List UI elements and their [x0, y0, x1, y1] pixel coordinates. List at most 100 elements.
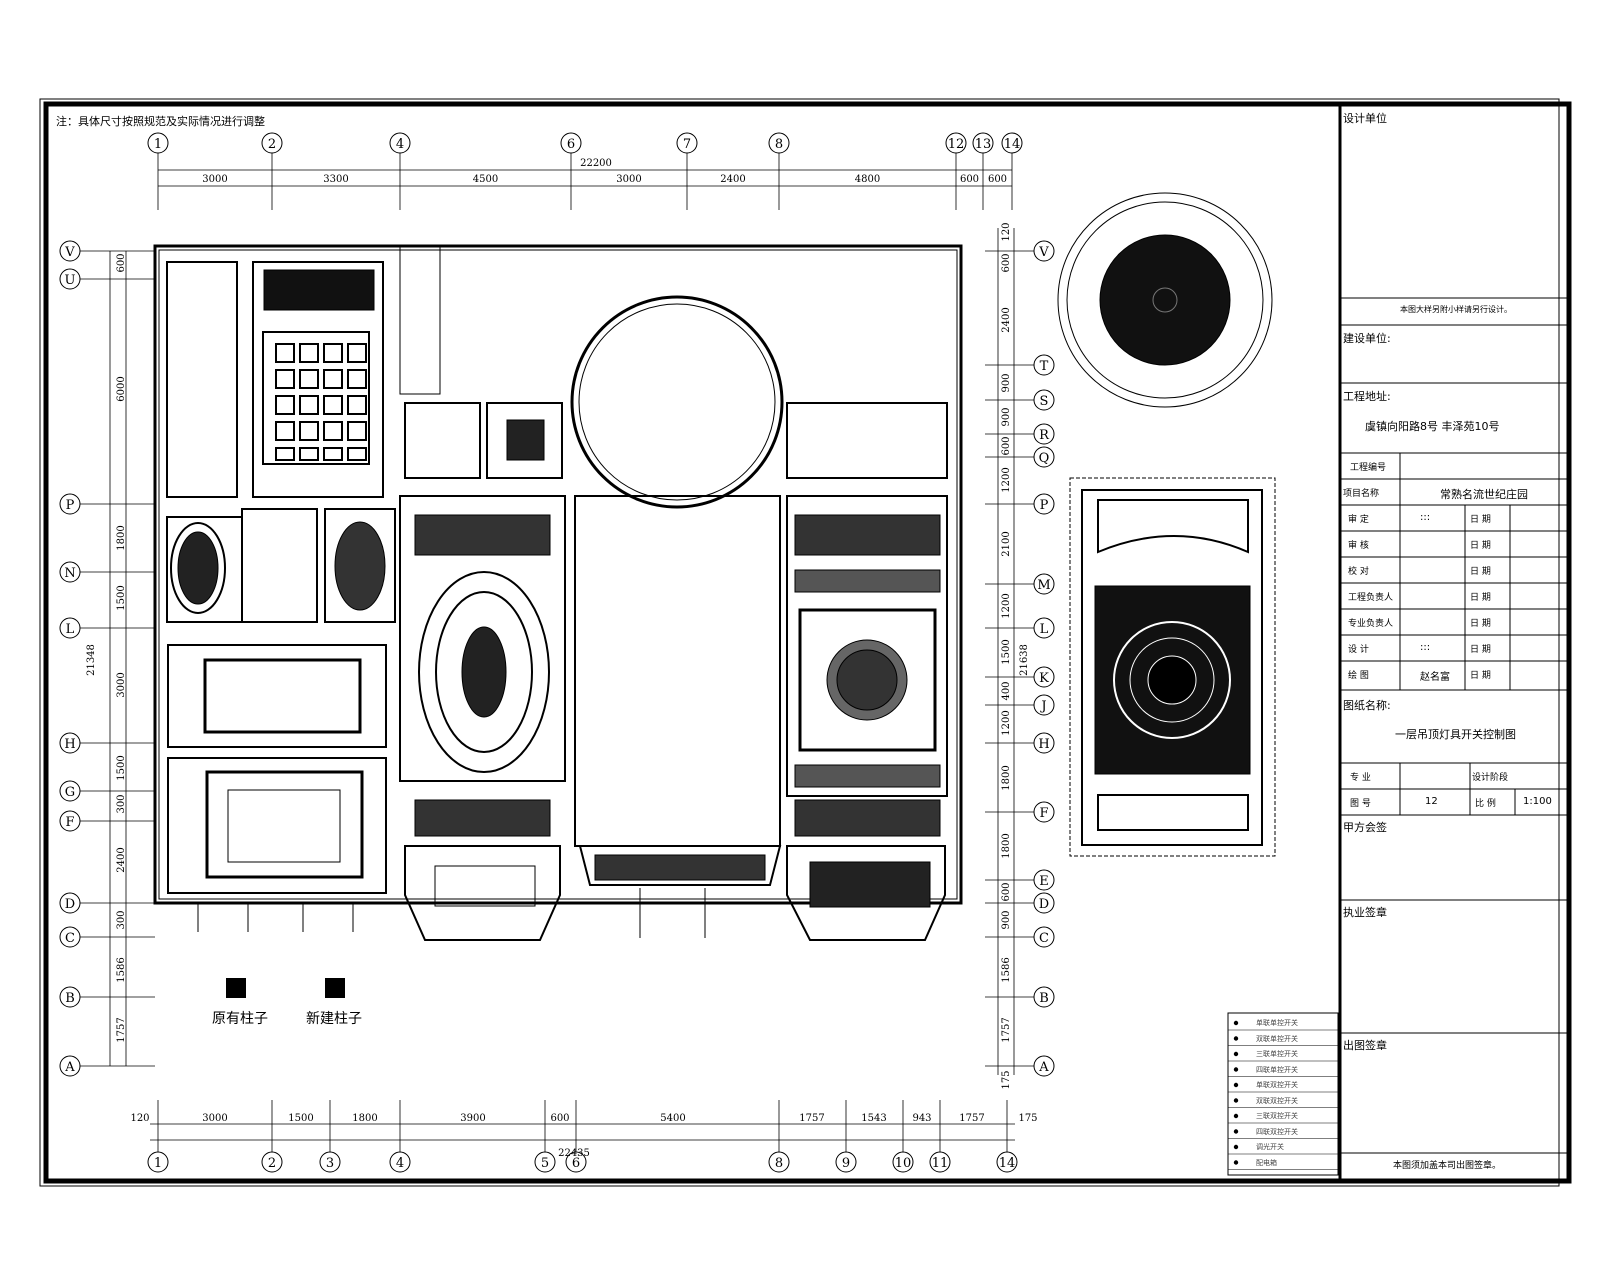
legend-frame: [1227, 1012, 1339, 1176]
dimension-label: 1200: [1001, 593, 1012, 618]
axis-label: L: [1040, 622, 1049, 637]
dimension-label: 1500: [288, 1113, 313, 1124]
owner-sign-label: 甲方会签: [1343, 821, 1387, 834]
dimension-label: 5400: [660, 1113, 685, 1124]
axis-label: 8: [775, 137, 783, 152]
axis-label: H: [1038, 737, 1049, 752]
date-label: 日 期: [1470, 567, 1491, 577]
dimension-label: 6000: [116, 376, 127, 401]
legend-item: 单联单控开关: [1256, 1019, 1298, 1027]
drawing-no-label: 图 号: [1350, 799, 1371, 809]
axis-label: B: [65, 991, 75, 1006]
dimension-label: 4800: [855, 174, 880, 185]
axis-label: 10: [895, 1156, 912, 1171]
dimension-label: 1500: [1001, 639, 1012, 664]
signature-row-label: 校 对: [1348, 567, 1369, 577]
room-kitchen: [167, 757, 387, 894]
axis-label: V: [64, 245, 75, 260]
dimension-label: 900: [1001, 910, 1012, 929]
dimension-label: 600: [1001, 253, 1012, 272]
axis-label: D: [1039, 897, 1049, 912]
inner-border: [43, 101, 1572, 1184]
axis-label: L: [66, 622, 75, 637]
title-block-grid: [1340, 297, 1569, 1154]
date-label: 日 期: [1470, 593, 1491, 603]
axis-label: P: [66, 498, 75, 513]
axis-label: Q: [1039, 451, 1050, 466]
axis-label: 7: [683, 137, 691, 152]
switch-symbol-icon: [1233, 1036, 1239, 1041]
scale-label: 比 例: [1475, 799, 1496, 809]
issue-sign-label: 出图签章: [1343, 1039, 1387, 1052]
drawing-name-label: 图纸名称:: [1343, 699, 1391, 712]
dimension-label: 1500: [116, 585, 127, 610]
dimension-label: 120: [1001, 222, 1012, 241]
dimension-label: 3300: [323, 174, 348, 185]
axis-label: J: [1039, 699, 1046, 714]
axis-label: K: [1039, 671, 1049, 686]
dimension-label: 943: [912, 1113, 931, 1124]
axis-label: 11: [932, 1156, 949, 1171]
signature-row-label: 审 定: [1348, 515, 1369, 525]
project-name-label: 项目名称: [1343, 489, 1380, 499]
dimension-label: 21348: [86, 644, 97, 676]
dimension-label: 2100: [1001, 531, 1012, 556]
signature-row-label: 审 核: [1348, 541, 1369, 551]
axis-label: 14: [1004, 137, 1021, 152]
legend-item: 配电箱: [1256, 1158, 1277, 1167]
dimension-label: 600: [988, 174, 1007, 185]
stage-label: 设计阶段: [1472, 773, 1509, 783]
signature-value: 赵名富: [1420, 672, 1450, 683]
drawing-no-value: 12: [1425, 796, 1438, 807]
outer-border: [39, 98, 1560, 1187]
dimension-label: 1200: [1001, 467, 1012, 492]
dimension-label: 1586: [1001, 957, 1012, 982]
axis-label: 5: [541, 1156, 549, 1171]
discipline-label: 专 业: [1350, 773, 1371, 783]
axis-label: M: [1037, 578, 1050, 593]
dimension-label: 2400: [1001, 307, 1012, 332]
scale-value: 1:100: [1523, 796, 1552, 807]
practice-sign-label: 执业签章: [1343, 906, 1387, 919]
switch-symbol-icon: [1233, 1113, 1239, 1119]
dimension-label: 600: [1001, 436, 1012, 455]
axis-label: 4: [396, 1156, 404, 1171]
axis-label: 4: [396, 137, 404, 152]
dimension-label: 22435: [558, 1148, 590, 1159]
axis-label: 14: [999, 1156, 1016, 1171]
dimension-label: 600: [960, 174, 979, 185]
signature-row-label: 专业负责人: [1348, 619, 1394, 629]
date-label: 日 期: [1470, 671, 1491, 681]
dimension-label: 175: [1001, 1070, 1012, 1089]
detail-rect-ceiling: [1069, 477, 1276, 857]
room-living-right: [786, 495, 948, 797]
signature-row-label: 工程负责人: [1348, 593, 1394, 603]
axis-label: D: [65, 897, 75, 912]
new-pillar-label: 新建柱子: [306, 1011, 362, 1027]
signature-value: :::: [1420, 642, 1431, 653]
site-label: 工程地址:: [1343, 390, 1391, 403]
dimension-label: 22200: [580, 158, 612, 169]
living-oval: [418, 571, 550, 773]
dimension-label: 3000: [116, 672, 127, 697]
new-pillar-marker: [325, 978, 345, 998]
axis-label: P: [1040, 498, 1049, 513]
site-value: 虞镇向阳路8号 丰泽苑10号: [1365, 420, 1500, 433]
axis-label: R: [1039, 428, 1050, 443]
date-label: 日 期: [1470, 645, 1491, 655]
axis-label: A: [1038, 1060, 1049, 1075]
switch-symbol-icon: [1233, 1129, 1239, 1134]
general-note: 注：具体尺寸按照规范及实际情况进行调整: [56, 115, 265, 128]
signature-value: :::: [1420, 512, 1431, 523]
legend-item: 四联单控开关: [1256, 1065, 1298, 1074]
dimension-label: 175: [1018, 1113, 1037, 1124]
room-hall: [574, 495, 781, 847]
axis-label: S: [1040, 394, 1049, 409]
dimension-label: 4500: [473, 174, 498, 185]
room-balcony-strip: [399, 245, 441, 395]
legend-item: 三联双控开关: [1256, 1112, 1298, 1120]
axis-label: 9: [842, 1156, 850, 1171]
legend-rows: [1228, 1020, 1338, 1170]
axis-label: 6: [567, 137, 575, 152]
axis-label: 6: [572, 1156, 580, 1171]
